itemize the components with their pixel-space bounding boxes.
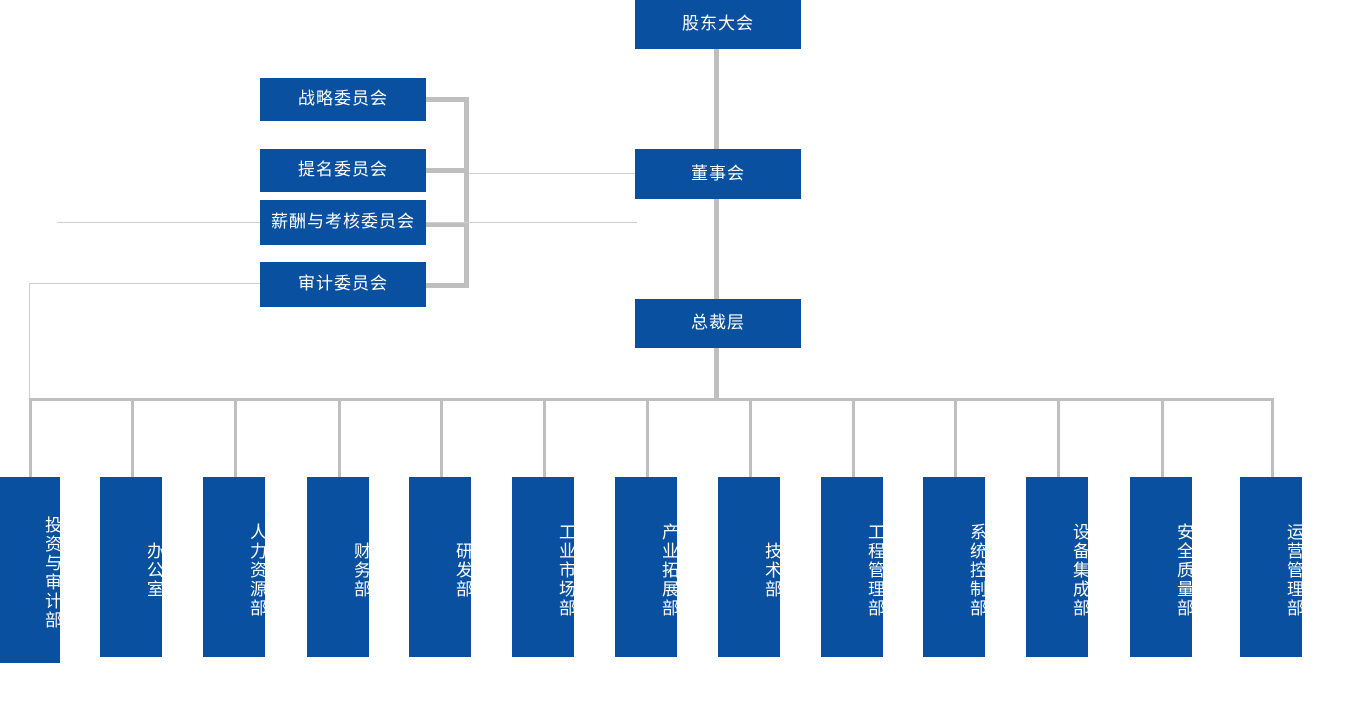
connector-drop-office — [131, 398, 134, 477]
connector-drop-investment-audit — [29, 398, 32, 477]
department-operations-management-dept[interactable]: 运营管理部 — [1240, 477, 1303, 657]
connector-drop-industry-expansion — [646, 398, 649, 477]
connector-drop-industrial-market — [543, 398, 546, 477]
rd-dept-label: 研发部 — [453, 541, 472, 599]
committee-audit-committee[interactable]: 审计委员会 — [260, 262, 426, 307]
connector-drop-technology — [749, 398, 752, 477]
committee-strategy-committee[interactable]: 战略委员会 — [260, 78, 426, 121]
department-finance-dept[interactable]: 财务部 — [307, 477, 370, 657]
node-president[interactable]: 总裁层 — [635, 299, 801, 348]
strategy-committee-label: 战略委员会 — [298, 89, 388, 109]
shareholders-label: 股东大会 — [682, 14, 754, 34]
compensation-committee-label: 薪酬与考核委员会 — [271, 212, 415, 232]
safety-quality-dept-label: 安全质量部 — [1174, 522, 1193, 618]
equipment-integration-dept-label: 设备集成部 — [1070, 522, 1089, 618]
department-office-dept[interactable]: 办公室 — [100, 477, 163, 657]
connector-department-bus — [29, 398, 1273, 401]
department-industrial-market-dept[interactable]: 工业市场部 — [512, 477, 575, 657]
office-dept-label: 办公室 — [144, 541, 163, 599]
president-label: 总裁层 — [691, 313, 745, 333]
department-system-control-dept[interactable]: 系统控制部 — [923, 477, 986, 657]
industrial-market-dept-label: 工业市场部 — [556, 522, 575, 618]
connector-drop-system-control — [954, 398, 957, 477]
connector-drop-equipment-integration — [1057, 398, 1060, 477]
connector-committee-bracket-to-board — [469, 173, 637, 174]
connector-shareholders-to-board — [714, 49, 719, 149]
connector-drop-engineering-management — [852, 398, 855, 477]
investment-audit-dept-label: 投资与审计部 — [42, 516, 61, 630]
department-engineering-management-dept[interactable]: 工程管理部 — [821, 477, 884, 657]
department-investment-audit-dept[interactable]: 投资与审计部 — [0, 477, 61, 663]
committee-nomination-committee[interactable]: 提名委员会 — [260, 149, 426, 192]
system-control-dept-label: 系统控制部 — [967, 522, 986, 618]
human-resources-dept-label: 人力资源部 — [247, 522, 266, 618]
audit-committee-label: 审计委员会 — [298, 274, 388, 294]
connector-drop-operations-management — [1271, 398, 1274, 477]
connector-strategy-stub — [426, 97, 469, 102]
department-rd-dept[interactable]: 研发部 — [409, 477, 472, 657]
connector-nomination-stub — [426, 168, 469, 173]
connector-drop-rd — [440, 398, 443, 477]
connector-drop-human-resources — [234, 398, 237, 477]
connector-president-to-bus — [714, 348, 719, 400]
connector-drop-safety-quality — [1161, 398, 1164, 477]
industry-expansion-dept-label: 产业拓展部 — [659, 522, 678, 618]
committee-compensation-committee[interactable]: 薪酬与考核委员会 — [260, 200, 426, 245]
connector-committee-bracket-vertical — [464, 97, 469, 286]
department-equipment-integration-dept[interactable]: 设备集成部 — [1026, 477, 1089, 657]
operations-management-dept-label: 运营管理部 — [1284, 522, 1303, 618]
department-technology-dept[interactable]: 技术部 — [718, 477, 781, 657]
department-industry-expansion-dept[interactable]: 产业拓展部 — [615, 477, 678, 657]
technology-dept-label: 技术部 — [762, 541, 781, 599]
node-shareholders[interactable]: 股东大会 — [635, 0, 801, 49]
engineering-management-dept-label: 工程管理部 — [865, 522, 884, 618]
finance-dept-label: 财务部 — [351, 541, 370, 599]
connector-compensation-stub — [426, 222, 469, 227]
connector-board-to-president — [714, 199, 719, 299]
department-human-resources-dept[interactable]: 人力资源部 — [203, 477, 266, 657]
connector-audit-left-drop — [29, 283, 30, 400]
node-board[interactable]: 董事会 — [635, 149, 801, 199]
connector-drop-finance — [338, 398, 341, 477]
department-safety-quality-dept[interactable]: 安全质量部 — [1130, 477, 1193, 657]
connector-audit-stub — [426, 283, 469, 288]
connector-audit-left-line — [29, 283, 261, 284]
board-label: 董事会 — [691, 163, 745, 183]
nomination-committee-label: 提名委员会 — [298, 160, 388, 180]
